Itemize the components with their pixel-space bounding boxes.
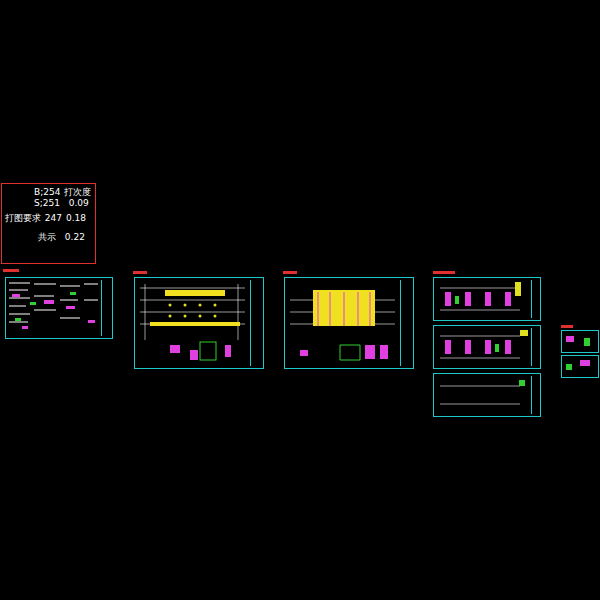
stats-row: B;254 打次度 [34, 187, 91, 198]
stats-row: 打图要求 247 0.18 [5, 213, 86, 224]
stats-row: S;251 0.09 [34, 198, 89, 209]
stats-row: 共示 0.22 [38, 232, 85, 243]
stats-box: B;254 打次度S;251 0.09 打图要求 247 0.18 共示 0.22 [1, 183, 96, 264]
